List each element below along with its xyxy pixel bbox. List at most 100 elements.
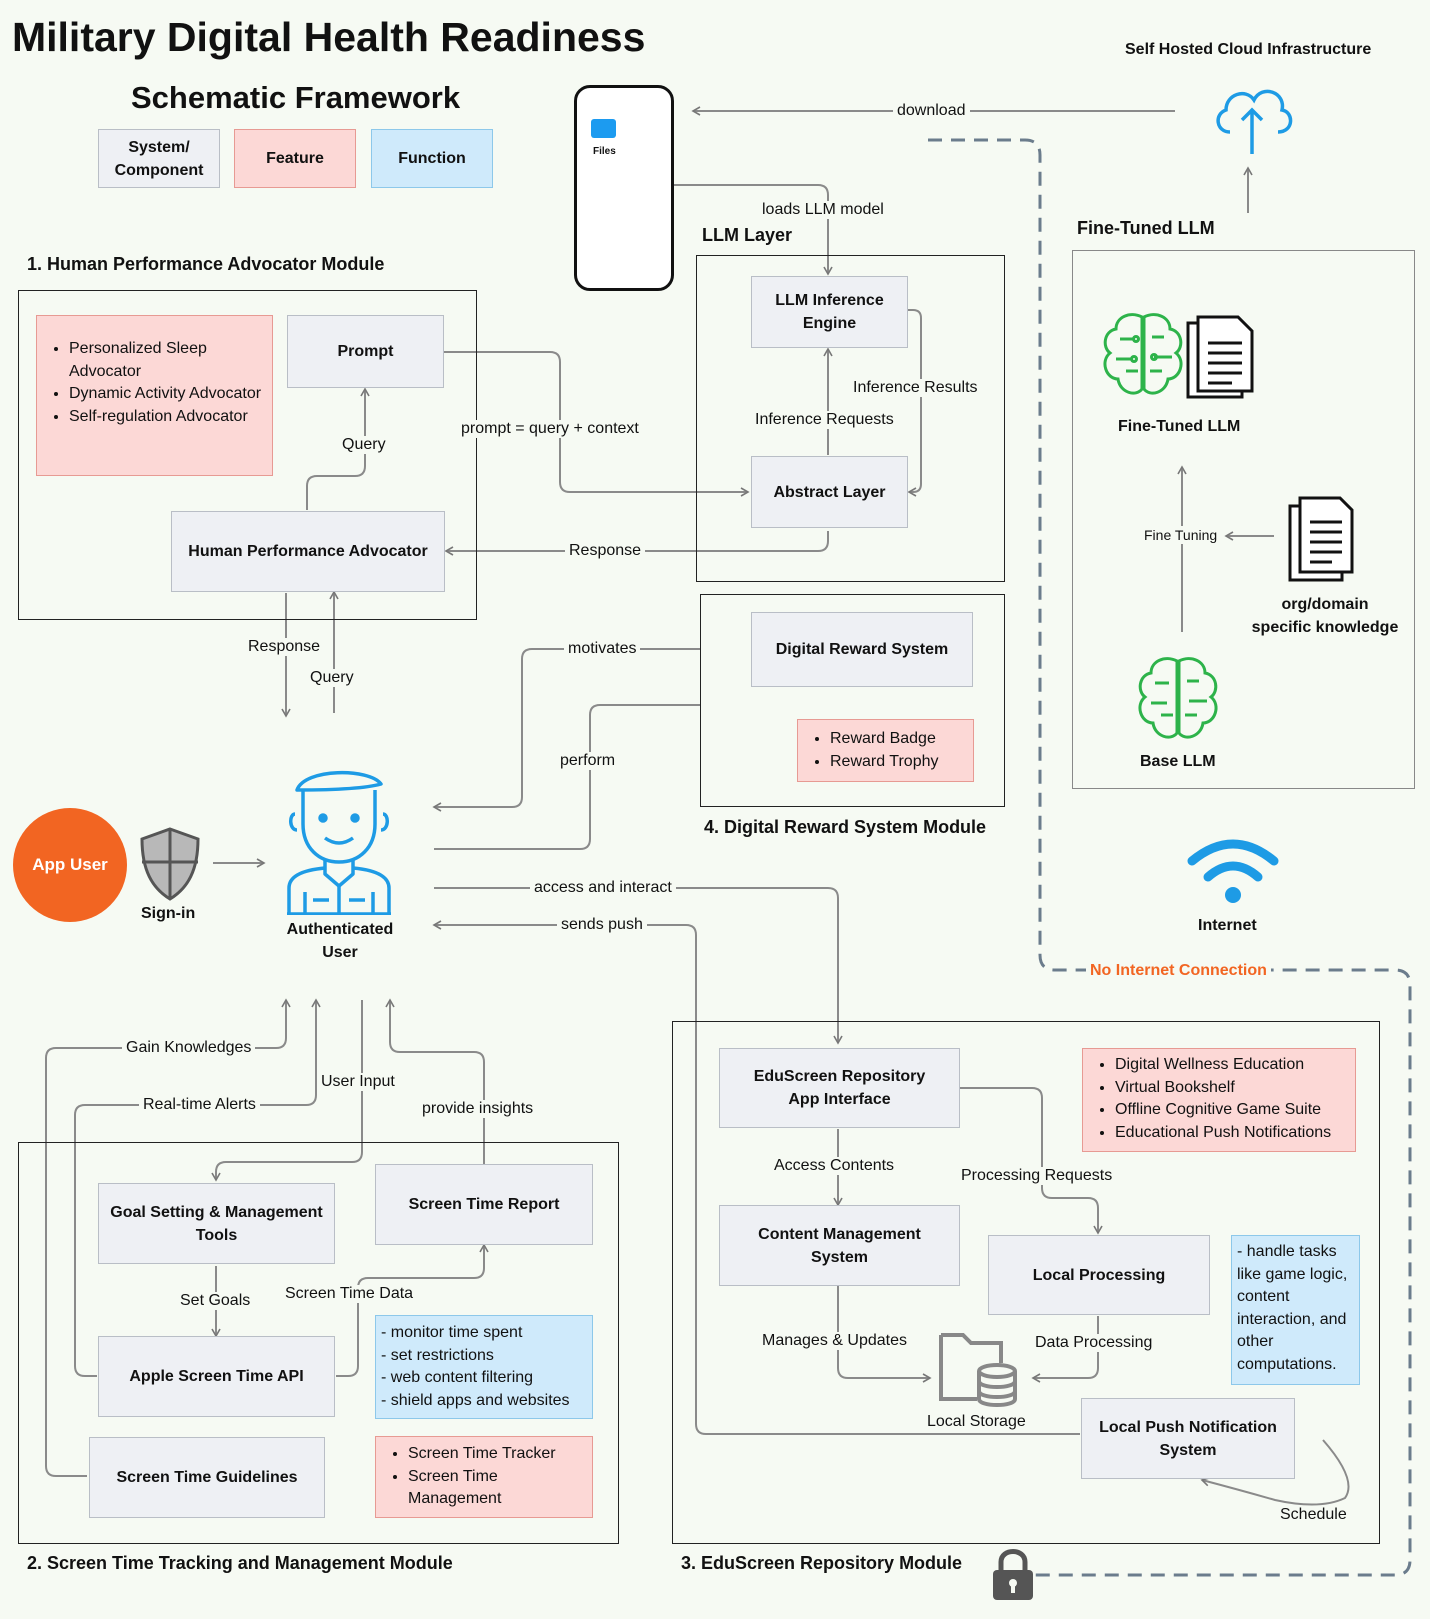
llm-inference-engine: LLM Inference Engine	[751, 276, 908, 348]
edge-real-time-alerts: Real-time Alerts	[139, 1096, 260, 1114]
soldier-user-icon	[287, 770, 391, 915]
page-subtitle: Schematic Framework	[131, 80, 461, 115]
goal-setting-tools: Goal Setting & Management Tools	[98, 1183, 335, 1264]
legend-function: Function	[371, 129, 493, 188]
screen-time-report: Screen Time Report	[375, 1164, 593, 1245]
files-label: Files	[593, 146, 616, 157]
feature-item: Self-regulation Advocator	[69, 406, 272, 429]
function-item: - set restrictions	[381, 1346, 494, 1364]
phone-device: Files	[574, 85, 674, 291]
edge-provide-insights: provide insights	[418, 1100, 538, 1118]
edge-fine-tuning: Fine Tuning	[1140, 526, 1222, 544]
fine-tuned-model-label: Fine-Tuned LLM	[1118, 418, 1241, 435]
hpa-features: Personalized Sleep Advocator Dynamic Act…	[36, 315, 273, 476]
feature-item: Reward Trophy	[830, 751, 973, 774]
feature-item: Reward Badge	[830, 728, 973, 751]
feature-item: Virtual Bookshelf	[1115, 1077, 1355, 1100]
edge-query-1: Query	[338, 436, 390, 454]
apple-screen-time-api: Apple Screen Time API	[98, 1336, 335, 1417]
reward-module-title: 4. Digital Reward System Module	[704, 817, 987, 837]
local-push-notification-system: Local Push Notification System	[1081, 1398, 1295, 1479]
llm-layer-title: LLM Layer	[702, 225, 793, 245]
edge-response-2: Response	[244, 638, 325, 656]
llm-layer-frame	[696, 255, 1005, 582]
function-item: - shield apps and websites	[381, 1391, 570, 1409]
lock-icon	[993, 1549, 1033, 1600]
edge-set-goals: Set Goals	[176, 1292, 255, 1310]
edge-perform: perform	[556, 752, 620, 770]
cloud-upload-icon	[1216, 89, 1293, 154]
edge-loads-llm: loads LLM model	[758, 201, 888, 219]
screen-features: Screen Time Tracker Screen Time Manageme…	[375, 1436, 593, 1518]
edge-inference-requests: Inference Requests	[751, 411, 898, 429]
screen-functions: - monitor time spent - set restrictions …	[375, 1315, 593, 1419]
human-performance-advocator: Human Performance Advocator	[171, 511, 445, 592]
local-storage-icon	[939, 1333, 1017, 1407]
app-user-label: App User	[32, 855, 108, 874]
edu-functions: - handle tasks like game logic, content …	[1231, 1235, 1360, 1385]
edge-access-contents: Access Contents	[770, 1157, 899, 1175]
edge-schedule: Schedule	[1276, 1506, 1351, 1524]
app-user-badge: App User	[13, 808, 127, 922]
eduscreen-app-interface: EduScreen Repository App Interface	[719, 1048, 960, 1128]
hpa-module-title: 1. Human Performance Advocator Module	[27, 254, 385, 274]
feature-item: Dynamic Activity Advocator	[69, 383, 272, 406]
folder-icon	[591, 119, 616, 138]
shield-icon	[140, 827, 200, 901]
function-text: - handle tasks like game logic, content …	[1237, 1243, 1348, 1373]
knowledge-document-icon	[1288, 496, 1354, 582]
hpa-module-frame	[18, 290, 477, 620]
feature-item: Screen Time Management	[408, 1466, 592, 1511]
edge-query-2: Query	[306, 669, 358, 687]
feature-item: Educational Push Notifications	[1115, 1122, 1355, 1145]
brain-icon	[1103, 313, 1183, 395]
screen-time-guidelines: Screen Time Guidelines	[89, 1437, 325, 1518]
feature-item: Screen Time Tracker	[408, 1443, 592, 1466]
fine-tuned-frame	[1072, 250, 1415, 789]
local-storage-label: Local Storage	[927, 1413, 1026, 1430]
cloud-label: Self Hosted Cloud Infrastructure	[1125, 41, 1372, 58]
digital-reward-system: Digital Reward System	[751, 612, 973, 687]
local-processing: Local Processing	[988, 1235, 1210, 1315]
edge-no-internet: No Internet Connection	[1086, 962, 1271, 980]
reward-features: Reward Badge Reward Trophy	[797, 719, 974, 782]
base-brain-icon	[1138, 657, 1218, 739]
edge-download: download	[893, 102, 970, 120]
feature-item: Personalized Sleep Advocator	[69, 338, 272, 383]
function-item: - web content filtering	[381, 1369, 534, 1386]
document-icon	[1186, 315, 1254, 399]
feature-item: Digital Wellness Education	[1115, 1054, 1355, 1077]
edu-module-title: 3. EduScreen Repository Module	[681, 1553, 963, 1573]
screen-module-title: 2. Screen Time Tracking and Management M…	[27, 1553, 453, 1573]
content-management-system: Content Management System	[719, 1205, 960, 1286]
edge-prompt-eq: prompt = query + context	[457, 420, 643, 438]
authenticated-user-label: Authenticated User	[286, 921, 394, 961]
prompt-box: Prompt	[287, 315, 444, 388]
page-title: Military Digital Health Readiness	[12, 14, 646, 60]
abstract-layer: Abstract Layer	[751, 456, 908, 528]
screen-module-frame	[18, 1142, 619, 1544]
base-llm-label: Base LLM	[1140, 753, 1216, 770]
edge-data-processing: Data Processing	[1031, 1334, 1157, 1352]
edge-processing-requests: Processing Requests	[957, 1167, 1117, 1185]
edge-inference-results: Inference Results	[851, 379, 980, 397]
function-item: - monitor time spent	[381, 1324, 523, 1341]
edge-access-interact: access and interact	[530, 879, 676, 897]
edge-gain-knowledges: Gain Knowledges	[122, 1039, 256, 1057]
internet-label: Internet	[1198, 917, 1257, 934]
edge-response-1: Response	[565, 542, 646, 560]
edge-screen-time-data: Screen Time Data	[281, 1285, 418, 1303]
wifi-icon	[1187, 839, 1279, 903]
reward-module-frame	[700, 594, 1005, 807]
edge-sends-push: sends push	[557, 916, 647, 934]
edge-user-input: User Input	[317, 1073, 399, 1091]
legend-feature: Feature	[234, 129, 356, 188]
feature-item: Offline Cognitive Game Suite	[1115, 1099, 1355, 1122]
fine-tuned-title: Fine-Tuned LLM	[1077, 218, 1215, 238]
knowledge-label: org/domain specific knowledge	[1251, 596, 1399, 636]
edge-motivates: motivates	[564, 640, 641, 658]
sign-in-label: Sign-in	[141, 905, 196, 922]
edu-features: Digital Wellness Education Virtual Books…	[1082, 1048, 1356, 1152]
edge-manages-updates: Manages & Updates	[758, 1332, 911, 1350]
legend-system: System/ Component	[98, 129, 220, 188]
